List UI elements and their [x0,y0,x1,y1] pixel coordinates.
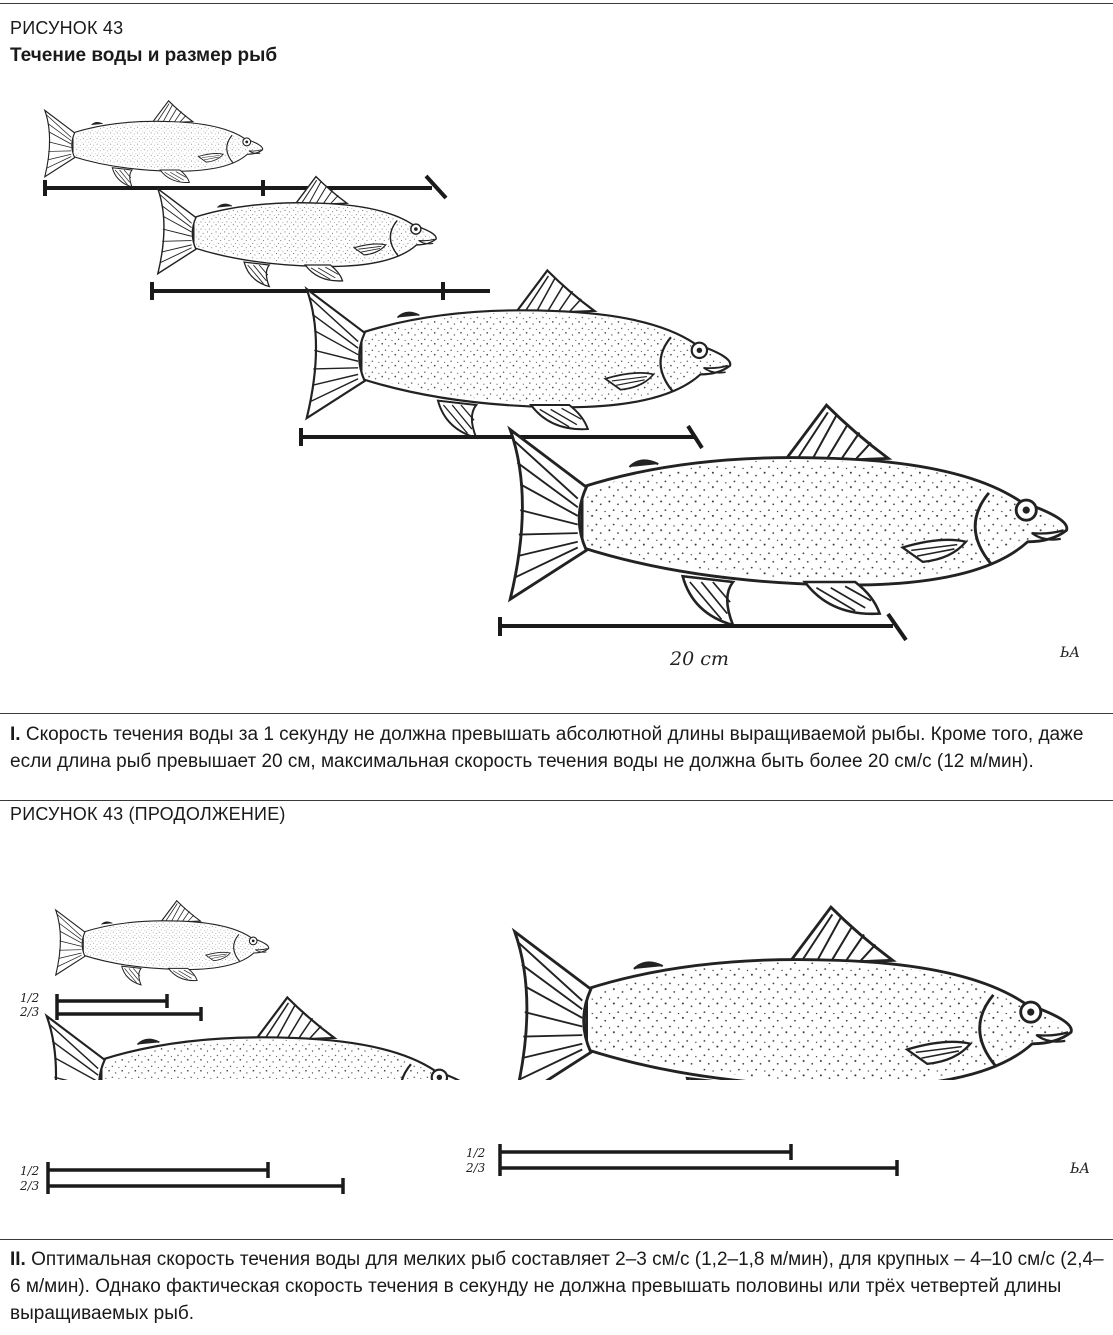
note-two-text: Оптимальная скорость течения воды для ме… [10,1249,1104,1324]
note-one-numeral: I. [10,724,21,745]
bar-half-medium [48,1162,268,1178]
trout-large [307,270,731,437]
rule-figure2 [0,800,1113,801]
trout-large-2 [515,907,1072,1080]
fraction-half-medium: 1/2 [20,1164,39,1178]
figure1-illustration: 20 cm ЬА [0,80,1113,695]
rule-note2 [0,1239,1113,1240]
bar-two-thirds-medium [48,1178,343,1194]
length-bar-small [45,176,446,198]
bar-two-thirds-large [500,1160,897,1176]
figure-title: Течение воды и размер рыб [10,45,277,67]
trout-medium [158,177,436,287]
artist-signature-2: ЬА [1069,1161,1090,1177]
bar-half-large [500,1144,791,1160]
trout-small-2 [56,901,269,985]
figure2-illustration: 1/2 2/3 [0,860,1113,1080]
note-two-numeral: II. [10,1249,26,1270]
note-one: I. Скорость течения воды за 1 секунду не… [10,721,1105,775]
note-one-text: Скорость течения воды за 1 секунду не до… [10,724,1083,772]
length-bar-medium [152,282,490,300]
scale-label: 20 cm [669,648,729,670]
bar-two-thirds-small [57,1007,201,1021]
bar-half-small [57,994,167,1008]
fraction-two-thirds-small: 2/3 [19,1005,40,1019]
note-two: II. Оптимальная скорость течения воды дл… [10,1246,1105,1327]
figure-caption-continued: РИСУНОК 43 (ПРОДОЛЖЕНИЕ) [10,804,286,825]
length-bar-large [301,426,702,448]
fraction-half-large: 1/2 [466,1146,485,1160]
fraction-two-thirds-medium: 2/3 [19,1179,40,1193]
length-bar-20cm [500,614,906,640]
fraction-two-thirds-large: 2/3 [465,1161,486,1175]
figure-caption: РИСУНОК 43 [10,18,123,39]
top-rule [0,3,1113,4]
trout-medium-2 [47,997,471,1080]
artist-signature: ЬА [1059,645,1080,661]
trout-small [45,101,263,187]
figure2-bars: 1/2 2/3 1/2 2/3 ЬА [0,1080,1113,1215]
rule-note1 [0,713,1113,714]
fraction-half-small: 1/2 [20,991,39,1005]
